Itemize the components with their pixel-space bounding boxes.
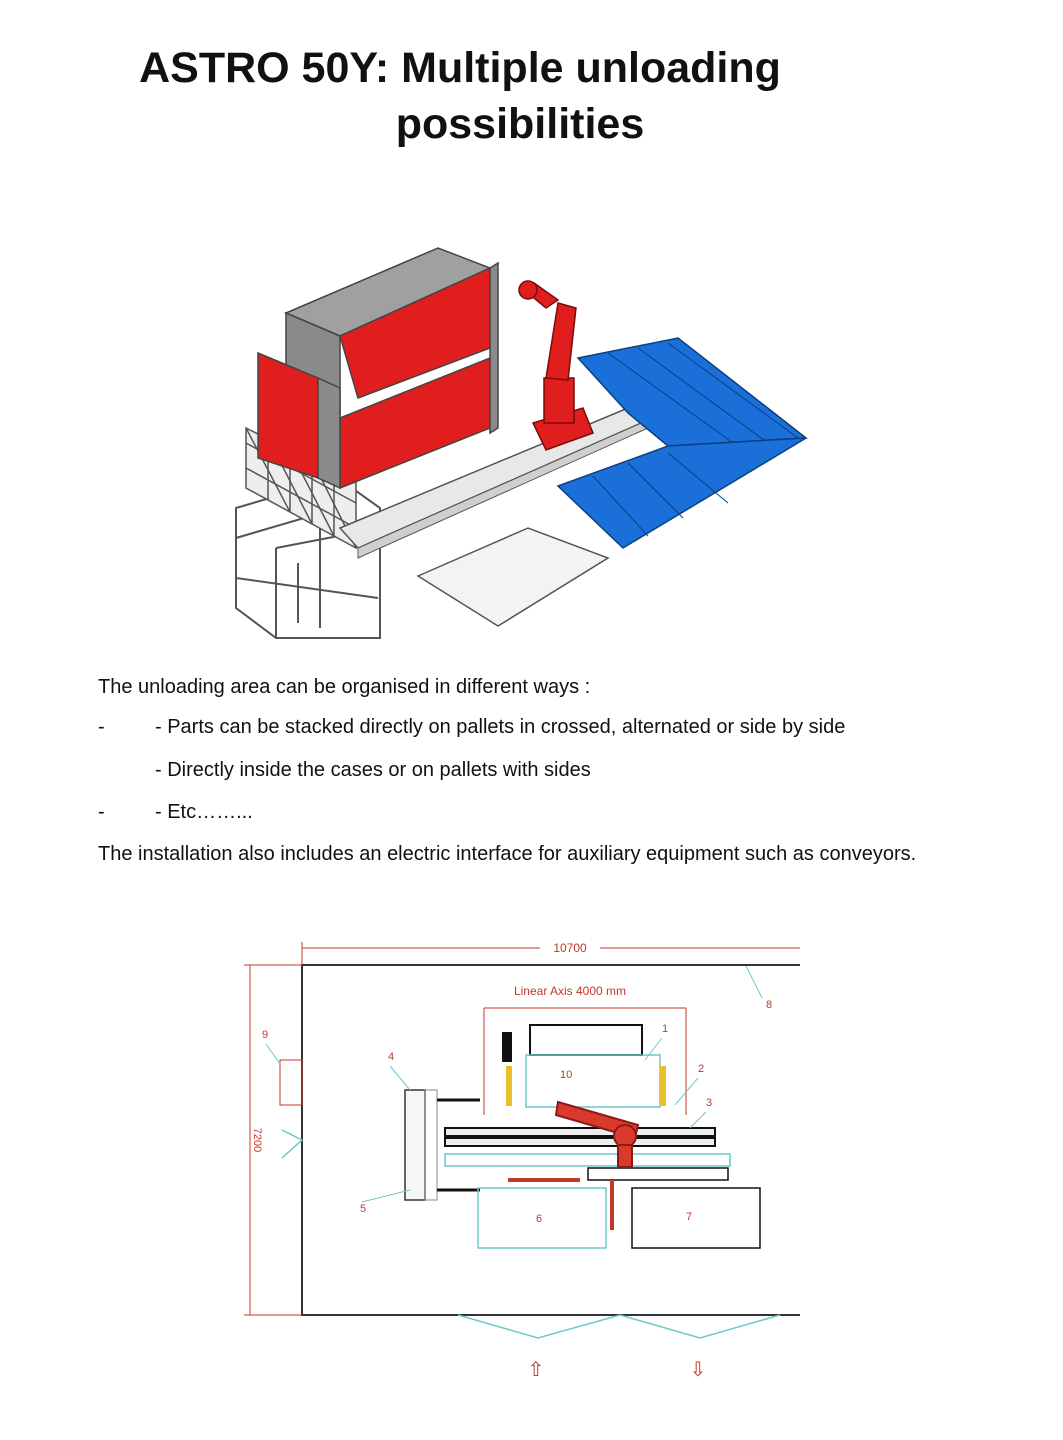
exit-arrow-icon: ⇩ bbox=[690, 1357, 707, 1381]
robot-cell-illustration bbox=[235, 247, 809, 639]
callout-7: 7 bbox=[686, 1211, 692, 1223]
area-6 bbox=[477, 1187, 607, 1249]
callout-6: 6 bbox=[536, 1213, 542, 1225]
robot-arm bbox=[518, 280, 594, 451]
bullet-dash: - bbox=[98, 716, 105, 738]
callout-2: 2 bbox=[698, 1063, 704, 1075]
bullet-text: - Parts can be stacked directly on palle… bbox=[155, 716, 846, 738]
cell-layout-drawing: 10700 7200 Linear Axis 4000 mm ⇧ ⇩ 1 2 3… bbox=[244, 941, 800, 1381]
callout-3: 3 bbox=[706, 1097, 712, 1109]
entry-arrow-icon: ⇧ bbox=[528, 1357, 545, 1381]
callout-4: 4 bbox=[388, 1051, 394, 1063]
bullet-dash: - bbox=[98, 801, 105, 823]
robot-topview bbox=[554, 1100, 640, 1168]
linear-axis-label: Linear Axis 4000 mm bbox=[514, 984, 626, 998]
stack-plate bbox=[416, 527, 610, 627]
press-right-col bbox=[489, 261, 499, 435]
page-title: ASTRO 50Y: Multiple unloading possibilit… bbox=[0, 40, 920, 152]
callout-9: 9 bbox=[262, 1029, 268, 1041]
callout-5: 5 bbox=[360, 1203, 366, 1215]
height-dimension: 7200 bbox=[251, 1128, 263, 1152]
callout-1: 1 bbox=[662, 1023, 668, 1035]
intro-paragraph: The unloading area can be organised in d… bbox=[98, 676, 591, 698]
title-line-2: possibilities bbox=[395, 100, 645, 148]
installation-paragraph: The installation also includes an electr… bbox=[98, 843, 917, 865]
bullet-text: - Directly inside the cases or on pallet… bbox=[155, 759, 591, 781]
press-column bbox=[317, 376, 341, 490]
pallet-blue-2 bbox=[556, 437, 807, 549]
callout-8: 8 bbox=[766, 999, 772, 1011]
bullet-text: - Etc……... bbox=[155, 801, 253, 823]
title-line-1: ASTRO 50Y: Multiple unloading bbox=[139, 44, 781, 92]
area-7 bbox=[631, 1187, 761, 1249]
width-dimension: 10700 bbox=[553, 941, 587, 955]
callout-10: 10 bbox=[560, 1069, 572, 1081]
